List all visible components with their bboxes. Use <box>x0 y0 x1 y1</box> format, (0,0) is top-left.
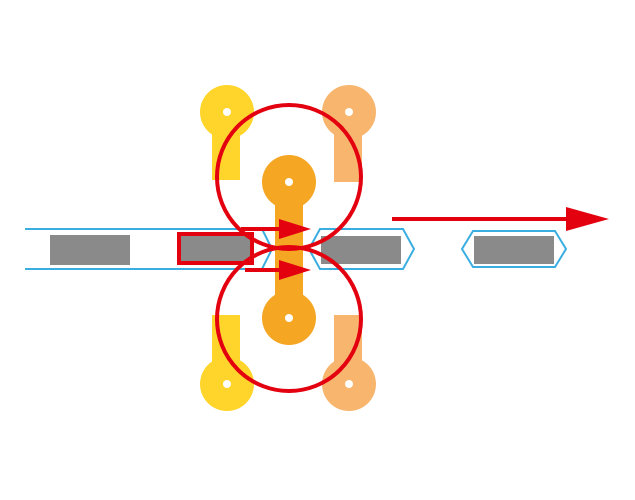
billet <box>321 236 401 264</box>
output-direction-arrow-icon <box>392 207 609 231</box>
left-lower-lever <box>200 315 254 411</box>
feed-direction-arrow-icon <box>245 260 311 280</box>
left-upper-lever <box>200 85 254 180</box>
billet <box>50 235 130 265</box>
pivot-icon <box>345 108 353 116</box>
pivot-icon <box>345 380 353 388</box>
pivot-icon <box>285 178 293 186</box>
right-lower-lever <box>322 315 376 411</box>
pivot-icon <box>223 108 231 116</box>
pivot-icon <box>223 380 231 388</box>
billet <box>474 236 554 264</box>
billet-highlighted <box>177 232 254 265</box>
lower-roller-path <box>215 245 363 393</box>
pivot-icon <box>285 314 293 322</box>
feed-direction-arrow-icon <box>241 219 311 239</box>
right-upper-lever <box>322 85 376 182</box>
